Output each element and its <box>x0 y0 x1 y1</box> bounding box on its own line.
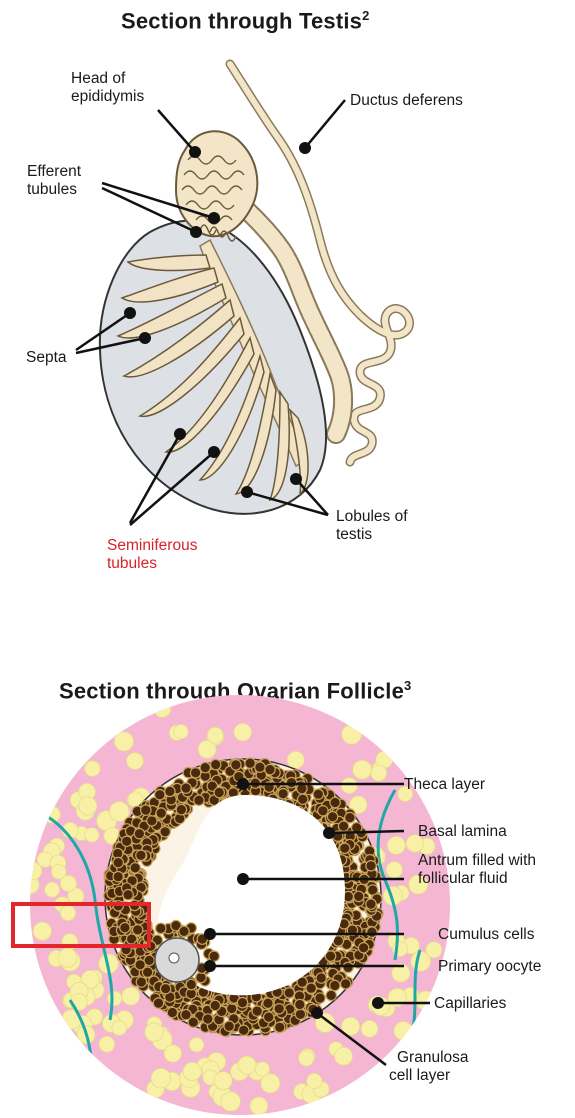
label-capillaries: Capillaries <box>434 995 506 1013</box>
label-granulosa-line1: Granulosa <box>389 1049 469 1067</box>
label-antrum: Antrum filled with follicular fluid <box>418 852 536 888</box>
label-antrum-line2: follicular fluid <box>418 870 536 888</box>
label-primary-oocyte: Primary oocyte <box>438 958 541 976</box>
label-granulosa-line2: cell layer <box>389 1067 469 1085</box>
label-cumulus-cells: Cumulus cells <box>438 926 534 944</box>
label-granulosa-cell-layer: Granulosa cell layer <box>389 1049 469 1085</box>
label-antrum-line1: Antrum filled with <box>418 852 536 870</box>
oocyte <box>155 938 199 982</box>
label-basal-lamina: Basal lamina <box>418 823 507 841</box>
label-theca-layer: Theca layer <box>404 776 485 794</box>
